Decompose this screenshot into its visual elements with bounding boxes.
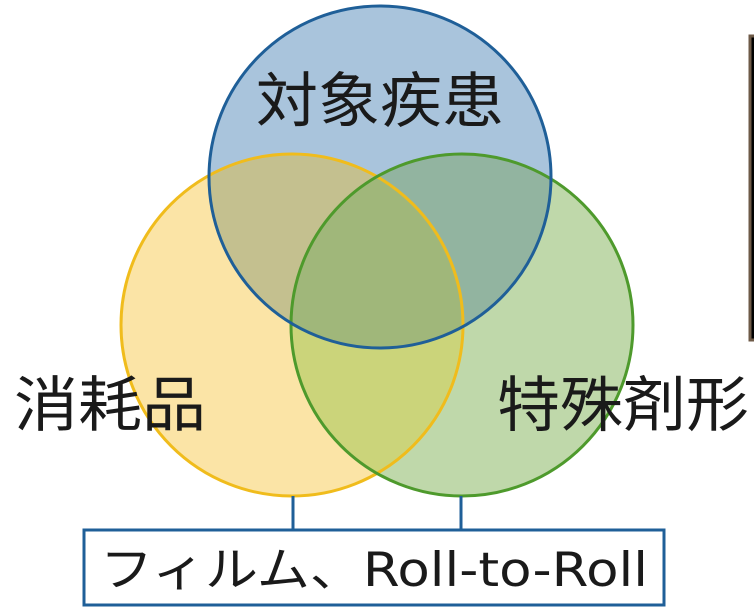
- label-consumables: 消耗品: [14, 371, 206, 441]
- side-image-frame: [748, 34, 754, 342]
- caption-text: フィルム、Roll-to-Roll: [100, 543, 648, 598]
- label-special-dosage: 特殊剤形: [497, 371, 749, 441]
- circle-top-outline: [207, 4, 553, 350]
- caption-box: [82, 528, 666, 607]
- label-target-disease: 対象疾患: [256, 67, 504, 137]
